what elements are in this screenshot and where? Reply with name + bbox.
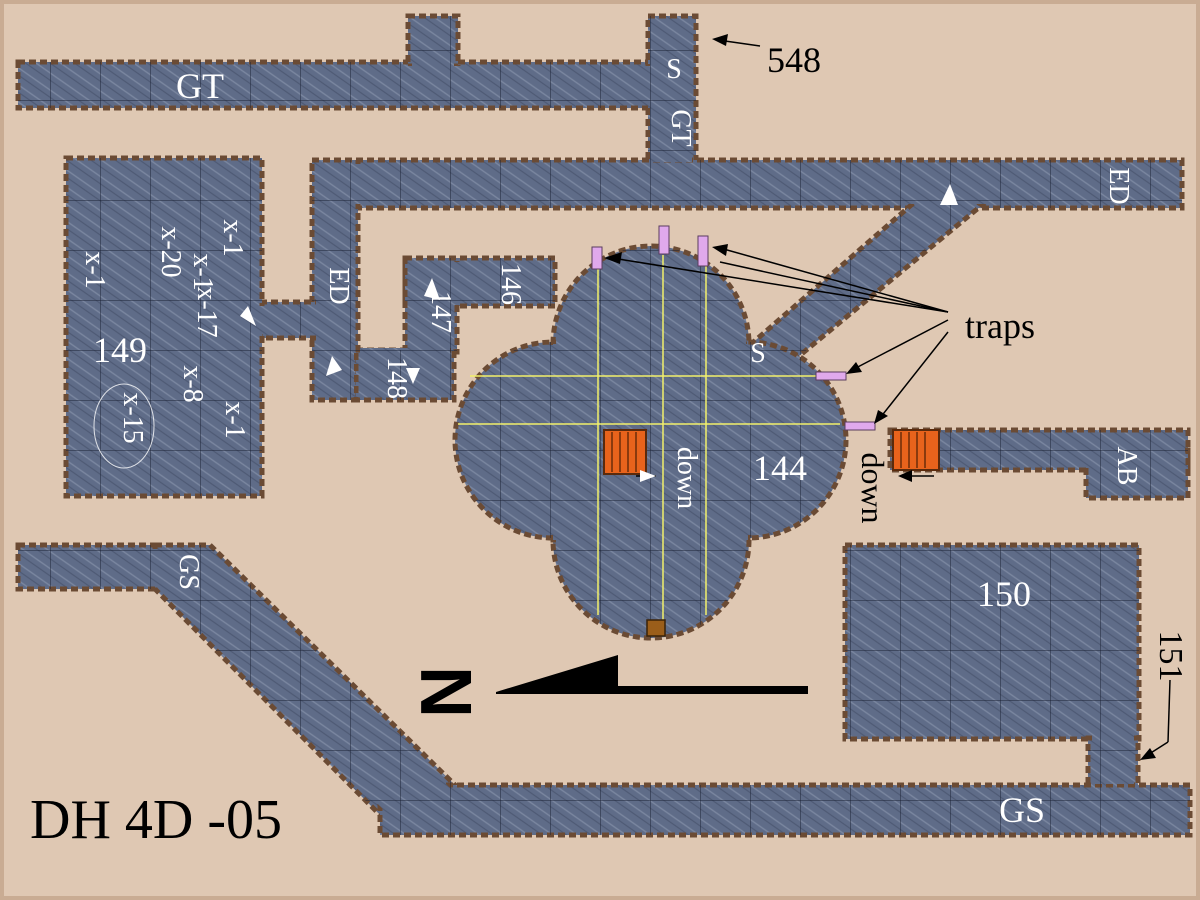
trap-marker [815,371,847,381]
stairs-down-label: down [855,452,891,523]
room-149-circled-note [93,383,155,469]
room-149-note: x-15 [117,392,148,443]
secret-door-mark: S [666,54,682,85]
passage-label-ab: AB [1111,447,1142,486]
trap-marker [658,225,670,255]
trap-marker [844,421,876,431]
room-label-144: 144 [753,448,807,488]
stairs-icon [892,429,940,471]
chest-icon [646,619,666,637]
compass: N [407,655,808,718]
room-149-note: x-20 [155,226,186,277]
room-144-guide-lines [458,255,840,630]
room-149-note: x-1 [217,219,248,256]
map-title: DH 4D -05 [30,789,282,851]
room-label-149: 149 [93,330,147,370]
compass-north-label: N [407,666,487,718]
traps-label: traps [965,306,1035,346]
arrow-up-icon [940,184,958,205]
room-label-548: 548 [767,40,821,80]
trap-marker [591,246,603,270]
room-149-note: x-1 [219,401,250,438]
passage-label-ed-east: ED [1103,167,1134,204]
stairs-icon [603,429,647,475]
arrow-icon [240,306,256,326]
passage-label-gt-west: GT [176,66,224,106]
room-label-147: 147 [425,291,456,333]
room-label-150: 150 [977,574,1031,614]
room-149-note: x-1 [187,253,218,290]
north-arrow-icon [496,655,808,694]
passage-label-gs-bottom: GS [999,790,1045,830]
room-149-note: x-17 [191,286,222,337]
passage-label-ed-west: ED [323,267,354,304]
passage-label-gs-top: GS [173,554,204,590]
passage-label-gt-north: GT [665,109,696,146]
room-149-note: x-1 [79,251,110,288]
room-label-148: 148 [381,357,412,399]
trap-marker [697,235,709,267]
stairs-down-label: down [671,447,702,509]
arrow-icon [406,368,420,384]
room-149-note: x-8 [177,365,208,402]
room-label-146: 146 [495,263,526,305]
arrow-icon [326,356,342,376]
secret-door-mark: S [750,338,766,369]
room-label-151: 151 [1152,631,1189,682]
arrow-icon [424,278,440,300]
